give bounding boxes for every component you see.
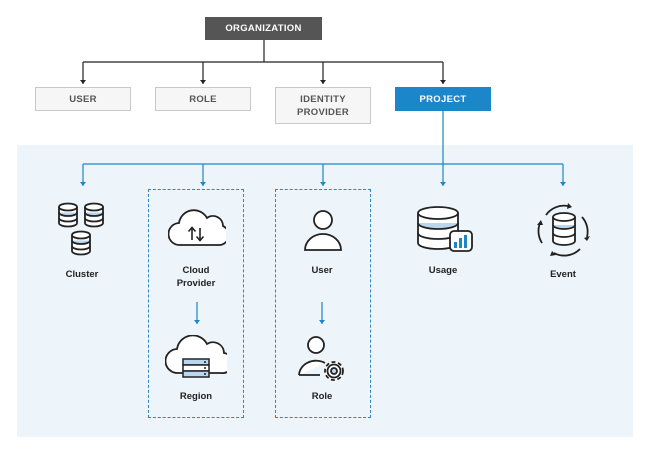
database-chart-icon (417, 206, 473, 252)
project-label: PROJECT (419, 93, 467, 105)
region-label: Region (179, 391, 213, 402)
identity-provider-label-line1: IDENTITY (300, 93, 346, 105)
event-label: Event (550, 269, 576, 280)
project-node: PROJECT (395, 87, 491, 111)
identity-provider-label-line2: PROVIDER (296, 106, 350, 118)
cloud-provider-group (148, 189, 244, 418)
user-label: USER (69, 93, 97, 105)
project-resources-panel (17, 145, 633, 437)
usage-label: Usage (428, 265, 458, 276)
organization-label: ORGANIZATION (225, 23, 302, 34)
user-gear-icon (298, 336, 344, 381)
user-group (275, 189, 371, 418)
cluster-label: Cluster (65, 269, 99, 280)
user-node: USER (35, 87, 131, 111)
cloud-transfer-icon (168, 209, 226, 246)
cloud-provider-label-line2: Provider (176, 278, 216, 289)
cloud-server-icon (165, 335, 227, 378)
organization-node: ORGANIZATION (205, 17, 322, 40)
cloud-provider-label: Cloud Provider (151, 264, 241, 290)
identity-provider-node: IDENTITY PROVIDER (275, 87, 371, 124)
database-stack-icon (58, 202, 104, 256)
role-resource-label: Role (311, 391, 333, 402)
database-cycle-icon (537, 203, 590, 257)
role-node: ROLE (155, 87, 251, 111)
cloud-provider-label-line1: Cloud (182, 265, 210, 276)
role-label: ROLE (189, 93, 217, 105)
user-icon (304, 210, 342, 251)
user-resource-label: User (311, 265, 333, 276)
